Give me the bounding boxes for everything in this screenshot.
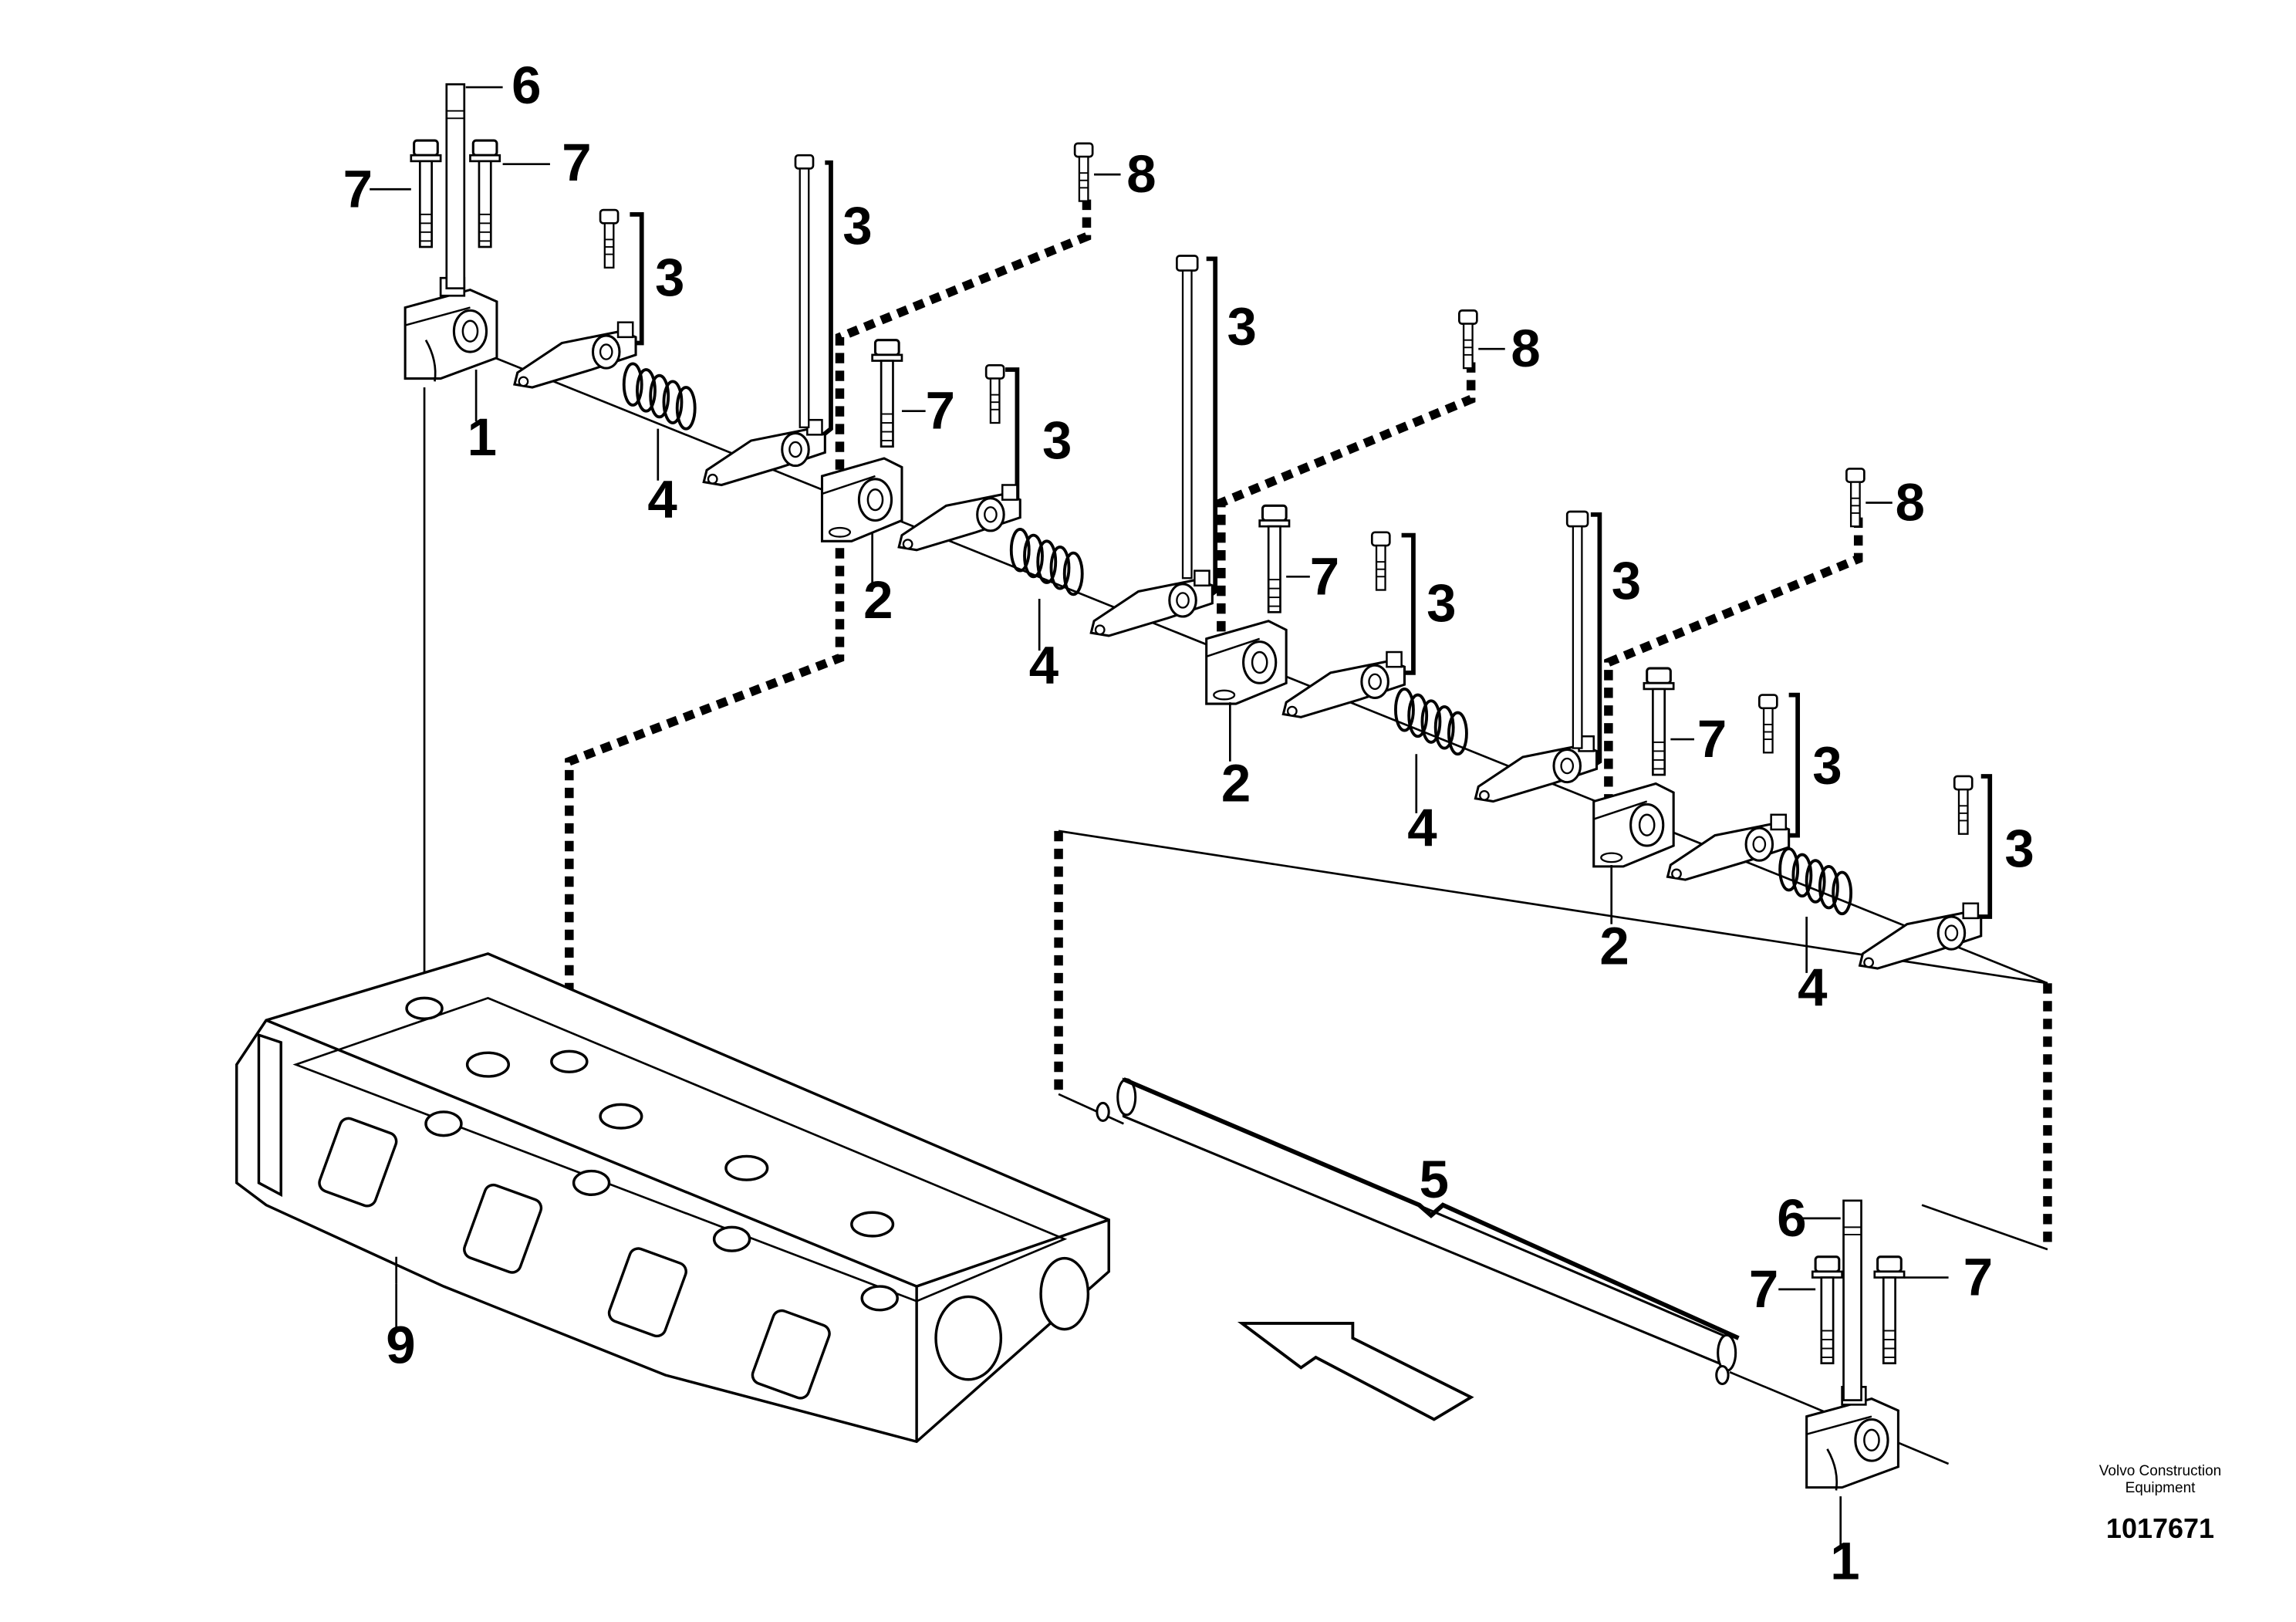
bolt-7-mid-b (1258, 504, 1291, 613)
bracket-2a (820, 457, 903, 542)
rocker-arm-8 (1859, 902, 1983, 970)
bracket-2b (1205, 620, 1288, 705)
adjust-screw-4 (1176, 255, 1199, 580)
rocker-arm-4 (1089, 569, 1214, 637)
rocker-arm-7 (1666, 813, 1791, 881)
group5-frame (1058, 830, 2048, 1251)
callout-4-c: 4 (1407, 798, 1437, 857)
callout-leaders (370, 86, 1949, 1546)
end-bracket-right (1805, 1385, 1899, 1492)
callout-7-bottom-left: 7 (1749, 1259, 1778, 1319)
callout-2-b: 2 (1221, 754, 1251, 813)
callout-8-b: 8 (1511, 319, 1540, 378)
bolt-7-mid-c (1643, 667, 1675, 776)
arrow-left-icon (1237, 1322, 1474, 1421)
bolt-7-left-b (468, 139, 501, 248)
cylinder-head (235, 952, 1110, 1444)
callout-3-d: 3 (1227, 296, 1257, 356)
callout-7-bottom-right: 7 (1963, 1248, 1993, 1307)
stud-6-right (1842, 1199, 1862, 1401)
callout-4-a: 4 (647, 470, 677, 529)
stud-6-left (445, 83, 466, 289)
rocker-arm-3 (897, 483, 1021, 552)
callout-4-b: 4 (1029, 635, 1059, 694)
callout-3-b: 3 (842, 196, 872, 255)
rocker-arm-1 (513, 321, 637, 389)
callout-3-c: 3 (1042, 411, 1072, 470)
end-bracket-left (403, 276, 498, 383)
bolt-7-mid-a (871, 339, 903, 448)
callout-2-a: 2 (863, 570, 893, 630)
callout-6-top: 6 (512, 56, 541, 115)
drawing-number: 1017671 (2105, 1512, 2215, 1544)
callout-3-f: 3 (1612, 551, 1641, 610)
callout-3-a: 3 (655, 248, 684, 307)
callout-5: 5 (1420, 1150, 1449, 1209)
callouts: 6 7 7 8 8 8 3 3 3 3 3 3 3 3 7 7 7 1 4 2 … (343, 56, 2034, 1590)
bolt-8-b (1458, 309, 1478, 370)
adjust-screw-7 (1757, 694, 1778, 754)
caption-line-2: Equipment (2125, 1480, 2196, 1496)
adjust-screw-1 (599, 208, 620, 269)
adjust-screw-8 (1953, 775, 1974, 836)
callout-9: 9 (386, 1316, 415, 1375)
callout-1-top: 1 (468, 407, 497, 467)
shaft-bracket-5 (1123, 1077, 1740, 1340)
callout-7-mid-a: 7 (926, 381, 955, 441)
callout-7-top-right: 7 (562, 133, 591, 192)
adjust-screw-3 (984, 363, 1005, 424)
caption-line-1: Volvo Construction (2098, 1463, 2222, 1479)
callout-6-bottom: 6 (1777, 1188, 1806, 1248)
bolt-7-right-a (1811, 1255, 1844, 1365)
spring-2 (1009, 528, 1084, 596)
callout-3-h: 3 (2004, 819, 2034, 878)
bolt-7-right-b (1873, 1255, 1906, 1365)
bolt-7-left-a (410, 139, 442, 248)
manufacturer-caption: Volvo Construction Equipment 1017671 (2037, 1463, 2284, 1545)
callout-4-d: 4 (1798, 958, 1827, 1017)
callout-1-bottom: 1 (1830, 1531, 1859, 1590)
callout-7-top-left: 7 (343, 159, 373, 218)
callout-3-g: 3 (1812, 736, 1842, 796)
rocker-shaft (1096, 1077, 1737, 1386)
spring-4 (1778, 846, 1853, 916)
callout-7-mid-c: 7 (1697, 709, 1727, 769)
callout-3-e: 3 (1427, 573, 1456, 633)
callout-7-mid-b: 7 (1310, 546, 1339, 606)
rocker-arm-2 (702, 418, 826, 487)
adjust-screw-2 (794, 154, 815, 428)
callout-8-a: 8 (1126, 144, 1156, 204)
callout-2-c: 2 (1599, 916, 1629, 975)
callout-8-c: 8 (1896, 472, 1925, 532)
spring-1 (622, 362, 697, 431)
rocker-arm-5 (1281, 650, 1406, 718)
bolt-8-a (1073, 142, 1094, 202)
adjust-screw-6 (1565, 510, 1589, 749)
adjust-screw-5 (1370, 531, 1391, 591)
